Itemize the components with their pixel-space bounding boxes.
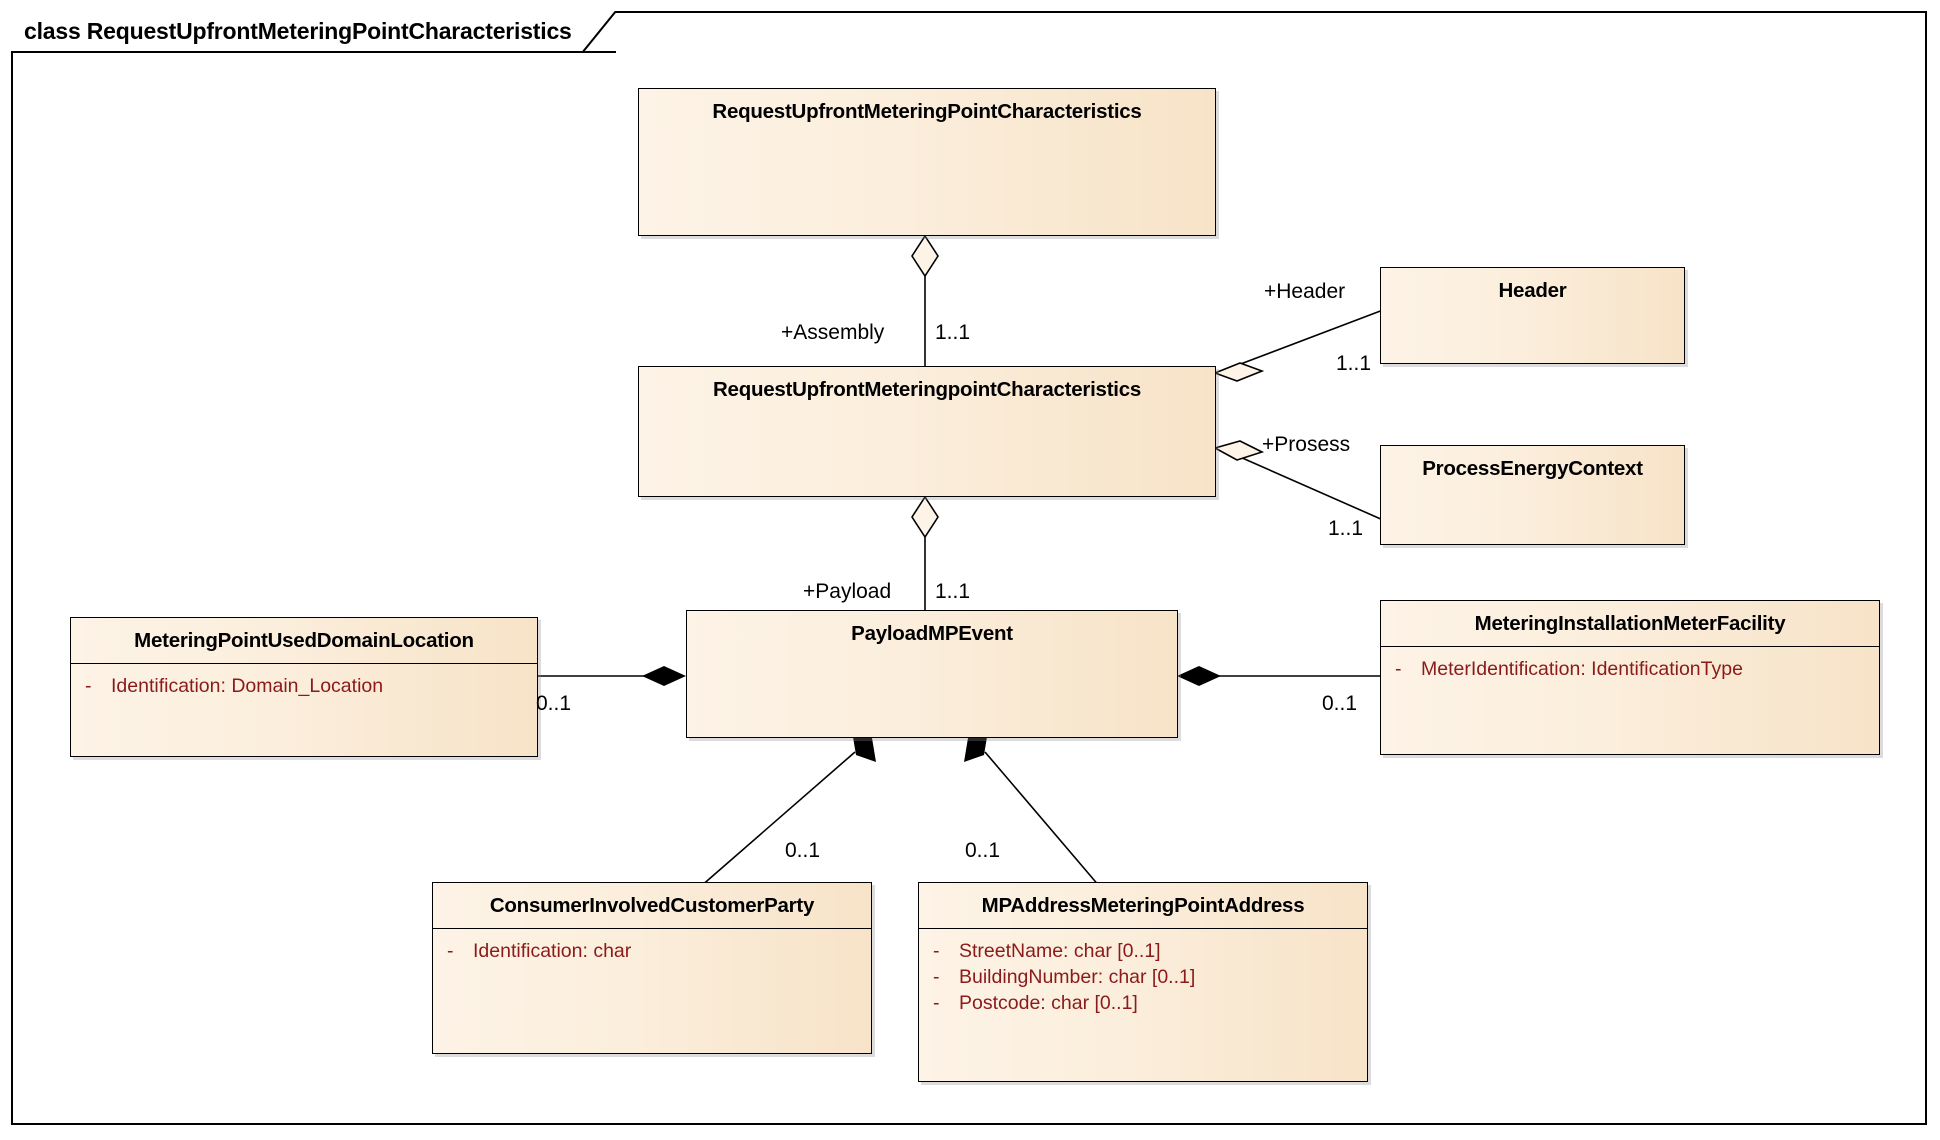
label-assembly-multiplicity: 1..1 bbox=[935, 321, 971, 344]
diagram-frame-tab: class RequestUpfrontMeteringPointCharact… bbox=[11, 11, 616, 53]
class-separator bbox=[1381, 646, 1879, 647]
class-title: RequestUpfrontMeteringpointCharacteristi… bbox=[712, 378, 1142, 401]
attribute-visibility: - bbox=[85, 675, 92, 697]
class-attributes: - Identification: char bbox=[433, 929, 871, 970]
attribute-visibility: - bbox=[933, 940, 940, 962]
class-title: MPAddressMeteringPointAddress bbox=[981, 894, 1305, 917]
label-domain-location-multiplicity: 0..1 bbox=[536, 692, 572, 715]
class-box-request-upfront-meteringpoint-characteristics[interactable]: RequestUpfrontMeteringpointCharacteristi… bbox=[638, 366, 1216, 497]
class-title: RequestUpfrontMeteringPointCharacteristi… bbox=[712, 100, 1142, 123]
class-box-header[interactable]: Header bbox=[1380, 267, 1685, 364]
attribute-text: BuildingNumber: char [0..1] bbox=[959, 966, 1196, 988]
class-separator bbox=[433, 928, 871, 929]
class-title: MeteringPointUsedDomainLocation bbox=[134, 629, 474, 652]
attribute-visibility: - bbox=[1395, 658, 1402, 680]
class-box-request-upfront-metering-point-characteristics[interactable]: RequestUpfrontMeteringPointCharacteristi… bbox=[638, 88, 1216, 236]
class-separator bbox=[919, 928, 1367, 929]
class-attributes: - Identification: Domain_Location bbox=[71, 664, 537, 705]
label-address-multiplicity: 0..1 bbox=[965, 839, 1001, 862]
diagram-title: class RequestUpfrontMeteringPointCharact… bbox=[24, 17, 572, 44]
class-box-payload-mp-event[interactable]: PayloadMPEvent bbox=[686, 610, 1178, 738]
class-attributes: - MeterIdentification: IdentificationTyp… bbox=[1381, 647, 1879, 688]
attribute-visibility: - bbox=[933, 992, 940, 1014]
class-title: MeteringInstallationMeterFacility bbox=[1474, 612, 1786, 635]
class-separator bbox=[71, 663, 537, 664]
class-title: PayloadMPEvent bbox=[851, 622, 1013, 645]
class-box-metering-installation-meter-facility[interactable]: MeteringInstallationMeterFacility - Mete… bbox=[1380, 600, 1880, 755]
class-box-metering-point-used-domain-location[interactable]: MeteringPointUsedDomainLocation - Identi… bbox=[70, 617, 538, 757]
class-box-mp-address-metering-point-address[interactable]: MPAddressMeteringPointAddress - StreetNa… bbox=[918, 882, 1368, 1082]
class-box-process-energy-context[interactable]: ProcessEnergyContext bbox=[1380, 445, 1685, 545]
attribute-text: Identification: Domain_Location bbox=[111, 675, 384, 697]
class-attributes: - StreetName: char [0..1] - BuildingNumb… bbox=[919, 929, 1367, 1022]
frame-tab-notch-icon bbox=[581, 11, 616, 53]
label-header-multiplicity: 1..1 bbox=[1336, 352, 1372, 375]
class-title: ConsumerInvolvedCustomerParty bbox=[489, 894, 815, 917]
label-payload-multiplicity: 1..1 bbox=[935, 580, 971, 603]
attribute-visibility: - bbox=[447, 940, 454, 962]
label-assembly-role: +Assembly bbox=[781, 321, 885, 344]
attribute-row: - MeterIdentification: IdentificationTyp… bbox=[1387, 656, 1873, 682]
class-box-consumer-involved-customer-party[interactable]: ConsumerInvolvedCustomerParty - Identifi… bbox=[432, 882, 872, 1054]
attribute-text: Postcode: char [0..1] bbox=[959, 992, 1138, 1014]
attribute-row: - Postcode: char [0..1] bbox=[925, 990, 1361, 1016]
attribute-row: - StreetName: char [0..1] bbox=[925, 938, 1361, 964]
attribute-text: Identification: char bbox=[473, 940, 632, 962]
attribute-row: - BuildingNumber: char [0..1] bbox=[925, 964, 1361, 990]
label-prosess-role: +Prosess bbox=[1262, 433, 1351, 456]
label-prosess-multiplicity: 1..1 bbox=[1328, 517, 1364, 540]
label-customer-party-multiplicity: 0..1 bbox=[785, 839, 821, 862]
label-header-role: +Header bbox=[1264, 280, 1346, 303]
label-meter-facility-multiplicity: 0..1 bbox=[1322, 692, 1358, 715]
class-title: Header bbox=[1498, 279, 1567, 302]
attribute-row: - Identification: Domain_Location bbox=[77, 673, 531, 699]
attribute-text: StreetName: char [0..1] bbox=[959, 940, 1161, 962]
attribute-row: - Identification: char bbox=[439, 938, 865, 964]
class-title: ProcessEnergyContext bbox=[1422, 457, 1643, 480]
label-payload-role: +Payload bbox=[803, 580, 892, 603]
diagram-frame bbox=[11, 11, 1927, 1125]
attribute-text: MeterIdentification: IdentificationType bbox=[1421, 658, 1743, 680]
attribute-visibility: - bbox=[933, 966, 940, 988]
